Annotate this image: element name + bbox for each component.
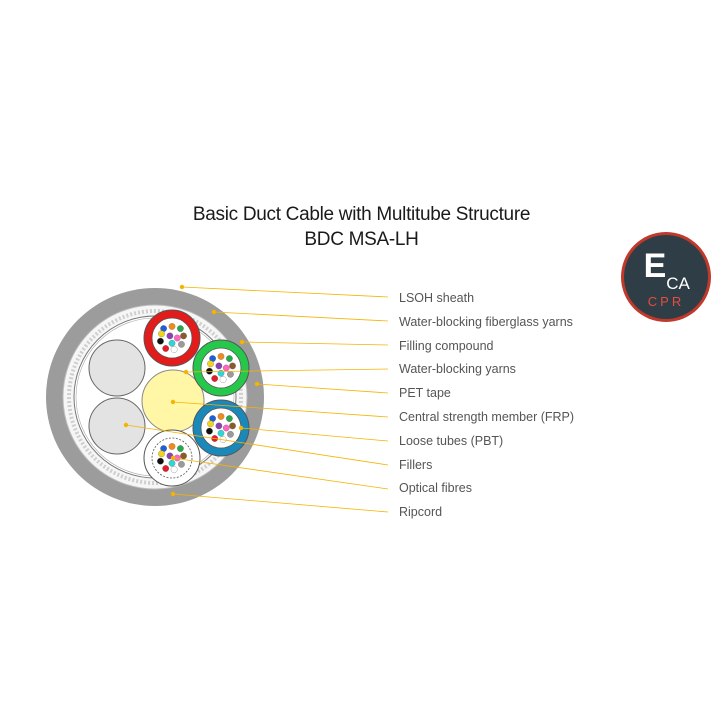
label-pet-tape: PET tape [399, 386, 451, 400]
leader-dot [170, 491, 176, 497]
optical-fibre [173, 334, 181, 342]
optical-fibre [168, 339, 176, 347]
leader-line [181, 286, 389, 298]
label-lsoh-sheath: LSOH sheath [399, 291, 475, 305]
optical-fibre [158, 330, 165, 338]
leader-dot [170, 399, 176, 405]
optical-fibre [178, 460, 185, 468]
badge-cpr: CPR [648, 294, 684, 309]
optical-fibre [168, 323, 176, 330]
leader-line [172, 401, 389, 418]
leader-line [185, 368, 389, 373]
optical-fibre [217, 429, 225, 437]
fiberglass-yarns-texture [67, 309, 243, 485]
leader-line [240, 427, 389, 442]
leader-line [172, 493, 389, 513]
optical-fibre [229, 362, 236, 370]
leader-dot [183, 369, 189, 375]
optical-fibre [166, 332, 174, 340]
leader-dot [123, 422, 129, 428]
optical-fibre [158, 450, 165, 458]
leader-dot [179, 284, 185, 290]
label-optical-fibres: Optical fibres [399, 481, 472, 495]
optical-fibre [207, 360, 214, 368]
leader-line [172, 457, 389, 490]
badge-fill [624, 235, 708, 319]
optical-fibre [219, 376, 227, 383]
leader-dot [239, 339, 245, 345]
optical-fibre [215, 422, 223, 430]
badge-letter-e: E [644, 247, 667, 285]
optical-fibre [162, 465, 170, 472]
optical-fibre [170, 346, 178, 353]
optical-fibre [180, 332, 187, 340]
diagram-title: Basic Duct Cable with Multitube Structur… [192, 204, 531, 225]
optical-fibre [226, 415, 233, 422]
optical-fibre [168, 443, 176, 450]
optical-fibre [217, 413, 225, 420]
label-fillers: Fillers [399, 458, 433, 472]
optical-fibre [170, 466, 178, 473]
optical-fibre [177, 445, 184, 452]
label-ripcord: Ripcord [399, 505, 443, 519]
filler-bottom [88, 397, 146, 455]
leader-dot [170, 455, 176, 461]
optical-fibre [207, 420, 214, 428]
optical-fibre [215, 362, 223, 370]
diagram-subtitle: BDC MSA-LH [304, 229, 419, 250]
leader-line [256, 383, 389, 394]
filler-top [88, 339, 146, 397]
badge-letters-ca: CA [666, 274, 690, 293]
label-fiberglass-yarns: Water-blocking fiberglass yarns [399, 315, 573, 329]
optical-fibre [168, 459, 176, 467]
optical-fibre [211, 375, 219, 382]
optical-fibre [157, 457, 164, 465]
label-central-strength-member: Central strength member (FRP) [399, 410, 575, 424]
optical-fibre [177, 325, 184, 332]
optical-fibre [157, 337, 164, 345]
label-loose-tubes: Loose tubes (PBT) [399, 434, 504, 448]
leader-line [213, 311, 389, 322]
leader-lines [123, 284, 389, 513]
optical-fibre [206, 367, 213, 375]
optical-fibre [222, 424, 230, 432]
optical-fibre [217, 353, 225, 360]
optical-fibre [226, 355, 233, 362]
leader-dot [211, 309, 217, 315]
leader-dot [238, 425, 244, 431]
optical-fibre [162, 345, 170, 352]
leader-line [125, 424, 389, 466]
optical-fibre [229, 422, 236, 430]
label-water-blocking-yarns: Water-blocking yarns [399, 362, 516, 376]
optical-fibre [178, 340, 185, 348]
leader-dot [254, 381, 260, 387]
optical-fibre [206, 427, 213, 435]
optical-fibre [180, 452, 187, 460]
leader-line [241, 341, 389, 346]
optical-fibre [227, 430, 234, 438]
label-filling-compound: Filling compound [399, 339, 494, 353]
